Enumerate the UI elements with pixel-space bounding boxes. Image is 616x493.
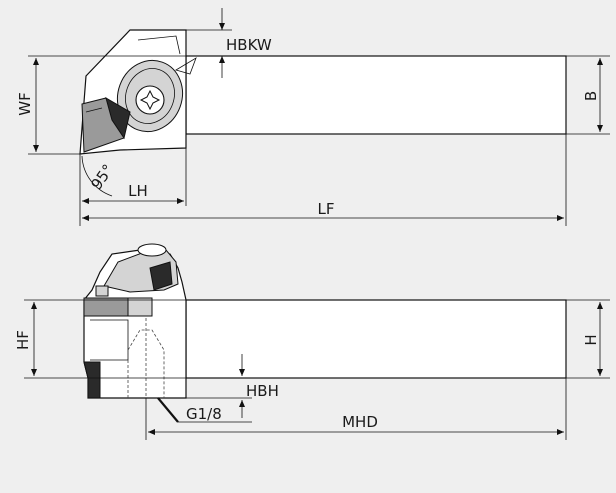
coolant-bore <box>127 329 165 398</box>
side-clamp-shadow <box>149 261 173 291</box>
top-insert-seat <box>105 96 131 140</box>
torx-star-icon <box>139 89 161 111</box>
h-label: H <box>582 334 600 345</box>
hbh-label: HBH <box>246 382 279 400</box>
lh-label: LH <box>128 182 148 200</box>
side-screw-small <box>95 285 109 297</box>
g-label: G1/8 <box>186 405 222 423</box>
mhd-label: MHD <box>342 413 378 431</box>
angle-label: 95° <box>87 161 117 193</box>
clamp-ring <box>125 68 175 124</box>
top-head-edge <box>137 35 181 55</box>
insert-edge <box>85 107 103 113</box>
top-view: HBKW WF B 95° LH LF <box>16 8 610 226</box>
side-screw-head <box>137 243 167 257</box>
side-body-edge <box>90 319 129 361</box>
side-shank <box>185 299 567 379</box>
top-shank <box>185 55 567 135</box>
b-label: B <box>582 91 600 101</box>
angle-arc <box>81 155 113 197</box>
clamp-tip <box>175 57 197 75</box>
side-insert <box>83 297 129 317</box>
hf-label: HF <box>14 330 32 350</box>
side-seat <box>127 297 153 317</box>
hbkw-label: HBKW <box>226 36 272 54</box>
side-body-shadow <box>83 361 101 399</box>
g-leader-tip <box>157 397 179 423</box>
side-view: HF H HBH G1/8 MHD <box>14 243 610 440</box>
lf-label: LF <box>318 200 335 218</box>
wf-label: WF <box>16 92 34 115</box>
